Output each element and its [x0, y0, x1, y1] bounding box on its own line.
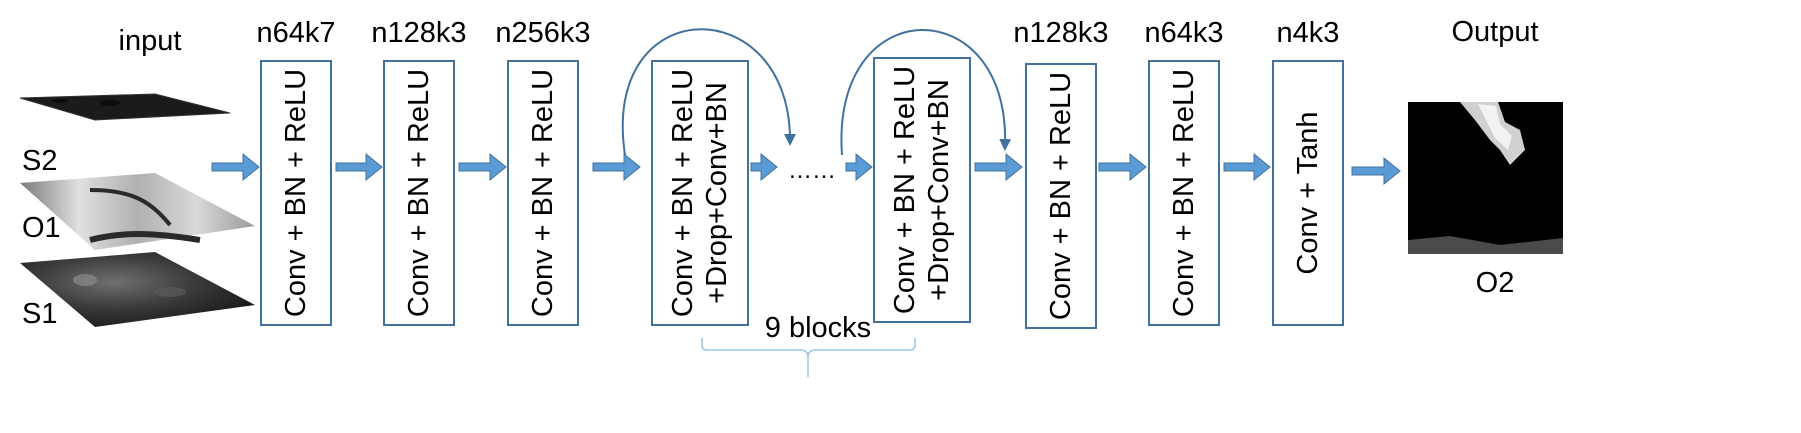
- blocks-count-label: 9 blocks: [765, 312, 871, 344]
- layer-text-l2-1: Conv + BN + ReLU: [403, 69, 435, 317]
- output-label: O2: [1476, 267, 1515, 299]
- layer-r9: Conv + BN + ReLU+Drop+Conv+BN: [873, 57, 971, 323]
- channel-label-o1: O1: [22, 212, 61, 244]
- layer-box-r1: [651, 60, 749, 326]
- layer-header-l6: n4k3: [1277, 17, 1340, 49]
- layer-text-l4-1: Conv + BN + ReLU: [1045, 72, 1077, 320]
- layer-box-r9: [873, 57, 971, 323]
- flow-arrow-1: [211, 152, 260, 182]
- layer-text-r9-1: Conv + BN + ReLU: [889, 66, 921, 314]
- layer-box-l6: [1272, 60, 1344, 326]
- flow-arrow-9: [1223, 152, 1271, 182]
- layer-text-l1-1: Conv + BN + ReLU: [280, 69, 312, 317]
- flow-arrow-2: [335, 152, 383, 182]
- skip-connection-curve-1: [621, 28, 796, 156]
- flow-arrow-3: [458, 152, 507, 182]
- input-image-s2: [19, 93, 231, 121]
- skip-connection-curve-2: [840, 29, 1012, 156]
- layer-box-l2: [383, 60, 455, 326]
- output-image: [1408, 102, 1563, 254]
- blocks-brace: [701, 338, 916, 377]
- layer-box-l1: [260, 60, 332, 326]
- output-title: Output: [1451, 16, 1538, 48]
- input-title: input: [119, 25, 182, 57]
- flow-arrow-10: [1351, 156, 1401, 186]
- layer-r1: Conv + BN + ReLU+Drop+Conv+BN: [651, 60, 749, 326]
- layer-header-l3: n256k3: [495, 17, 590, 49]
- channel-label-s1: S1: [22, 298, 57, 330]
- layer-text-r9-2: +Drop+Conv+BN: [923, 79, 955, 301]
- layer-header-l4: n128k3: [1013, 17, 1108, 49]
- layer-text-l6-1: Conv + Tanh: [1292, 111, 1324, 274]
- layer-text-l5-1: Conv + BN + ReLU: [1168, 69, 1200, 317]
- flow-arrow-5: [750, 152, 778, 182]
- channel-label-s2: S2: [22, 145, 57, 177]
- flow-arrow-7: [974, 152, 1023, 182]
- layer-header-l5: n64k3: [1144, 17, 1223, 49]
- layer-header-l1: n64k7: [256, 17, 335, 49]
- layer-text-l3-1: Conv + BN + ReLU: [527, 69, 559, 317]
- input-image-s1: [20, 252, 255, 327]
- flow-arrow-4: [592, 152, 641, 182]
- layer-text-r1-1: Conv + BN + ReLU: [667, 69, 699, 317]
- flow-arrow-8: [1098, 152, 1147, 182]
- layer-box-l4: [1025, 63, 1097, 329]
- layer-box-l3: [507, 60, 579, 326]
- ellipsis-label: ……: [788, 157, 836, 184]
- flow-arrow-6: [845, 152, 873, 182]
- layer-header-l2: n128k3: [371, 17, 466, 49]
- layer-box-l5: [1148, 60, 1220, 326]
- input-image-o1: [20, 173, 255, 250]
- layer-text-r1-2: +Drop+Conv+BN: [701, 82, 733, 304]
